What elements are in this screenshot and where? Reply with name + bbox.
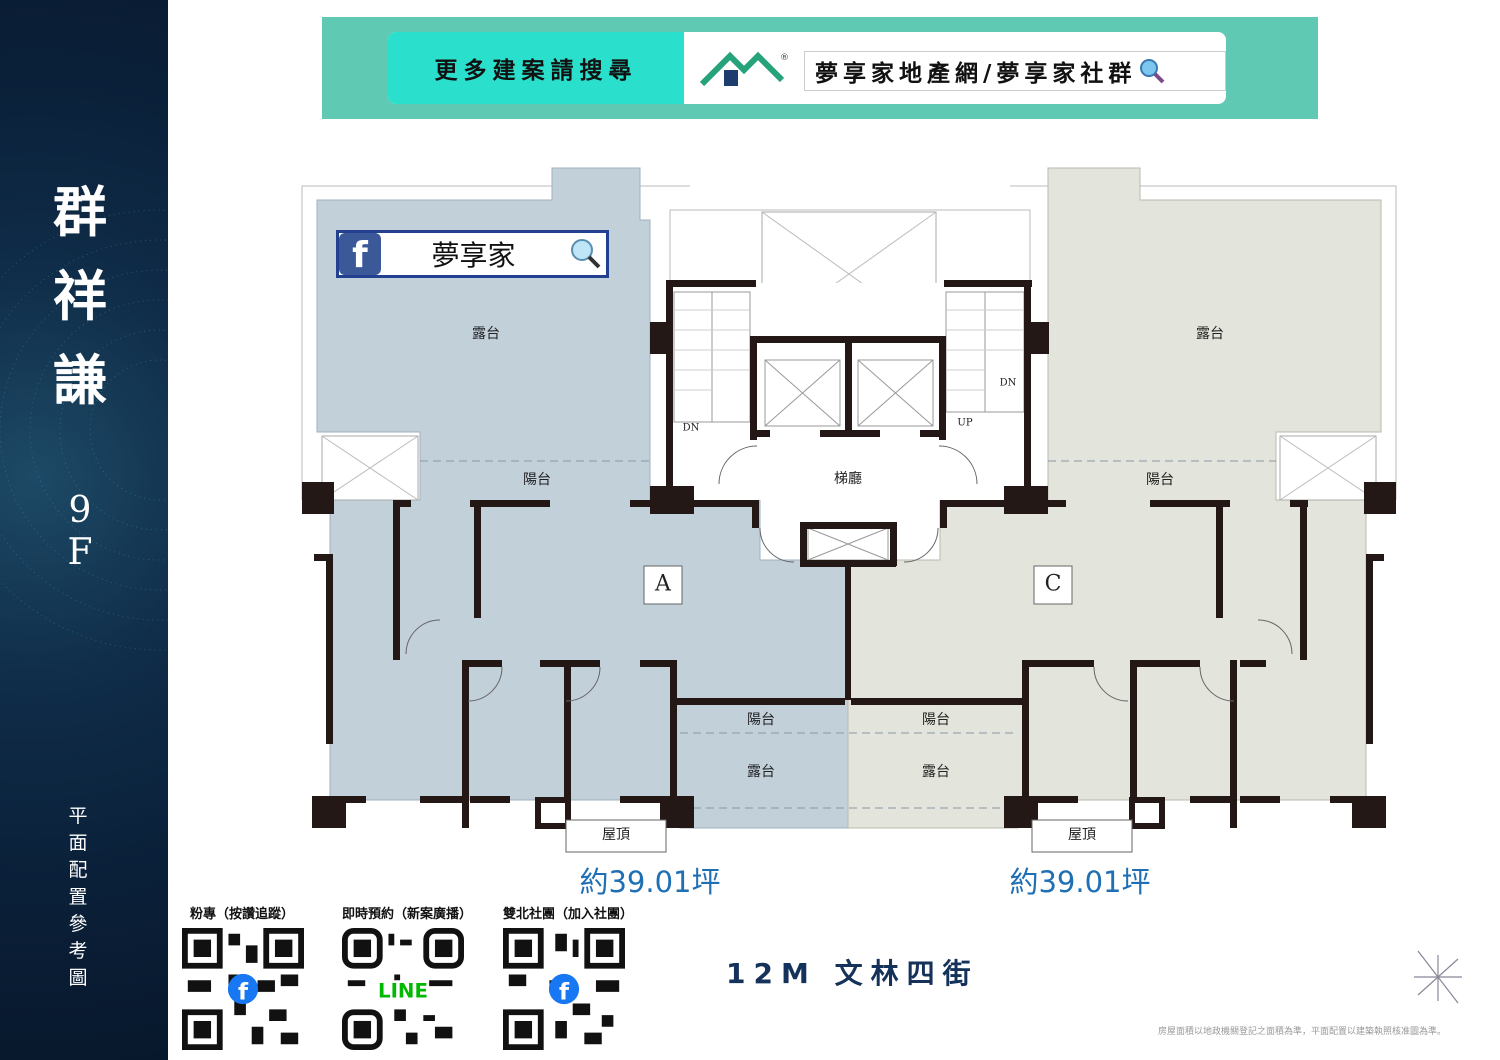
label-balcony-south-c: 陽台: [922, 712, 950, 728]
label-terrace-south-a: 露台: [747, 764, 775, 780]
facebook-search-badge[interactable]: f 夢享家: [336, 230, 609, 278]
label-balcony-left: 陽台: [523, 472, 551, 488]
label-lobby: 梯廳: [834, 471, 862, 487]
banner-search-box[interactable]: 夢享家地產網/夢享家社群: [804, 51, 1226, 91]
facebook-icon: f: [339, 233, 381, 276]
disclaimer: 房屋面積以地政機關登記之面積為準，平面配置以建築執照核准圖為準。: [1158, 1027, 1447, 1037]
house-logo-icon: ®: [700, 51, 789, 87]
unit-a-area-size: 約39.01坪: [579, 865, 721, 899]
floor-label: 9F: [67, 490, 93, 573]
sidebar: 群祥謙 9F 平面配置參考圖: [0, 0, 168, 1060]
qr-code-line[interactable]: LINE: [342, 928, 464, 1050]
qr-label-fanpage: 粉專（按讚追蹤）: [190, 907, 295, 922]
project-name: 群祥謙: [53, 180, 107, 412]
label-balcony-right: 陽台: [1146, 472, 1174, 488]
label-balcony-south-a: 陽台: [747, 712, 775, 728]
label-terrace-left: 露台: [472, 326, 500, 342]
svg-text:f: f: [238, 978, 249, 1005]
label-stair-dn-left: DN: [682, 422, 700, 434]
label-roof-c: 屋頂: [1068, 827, 1096, 843]
fb-badge-text: 夢享家: [431, 239, 516, 272]
banner-search-text: 夢享家地產網/夢享家社群: [815, 61, 1137, 87]
label-terrace-south-c: 露台: [922, 764, 950, 780]
search-icon: [1140, 59, 1165, 84]
registered-mark: ®: [780, 53, 789, 63]
label-unit-c: C: [1044, 571, 1062, 597]
line-icon: LINE: [378, 980, 428, 1003]
search-banner[interactable]: 更多建案請搜尋 ® 夢享家地產網/夢享家社群: [322, 17, 1318, 119]
street-name: 12M 文林四街: [726, 957, 979, 990]
qr-label-group: 雙北社團（加入社團）: [503, 907, 634, 922]
dot-swirl-decoration: [0, 209, 168, 651]
label-unit-a: A: [655, 571, 671, 597]
label-stair-up: UP: [957, 417, 973, 429]
walls: [302, 280, 1396, 828]
label-terrace-right: 露台: [1196, 326, 1224, 342]
banner-left-text: 更多建案請搜尋: [388, 32, 684, 104]
qr-label-line: 即時預約（新案廣播）: [342, 907, 473, 922]
compass-icon: [1414, 950, 1462, 1004]
label-roof-a: 屋頂: [602, 827, 630, 843]
unit-c-area-size: 約39.01坪: [1009, 865, 1151, 899]
qr-code-fanpage[interactable]: f: [182, 928, 304, 1050]
svg-text:f: f: [559, 978, 570, 1005]
label-stair-dn-right: DN: [999, 377, 1017, 389]
search-icon: [571, 239, 601, 269]
subtitle: 平面配置參考圖: [68, 805, 88, 989]
qr-code-group[interactable]: f: [503, 928, 625, 1050]
